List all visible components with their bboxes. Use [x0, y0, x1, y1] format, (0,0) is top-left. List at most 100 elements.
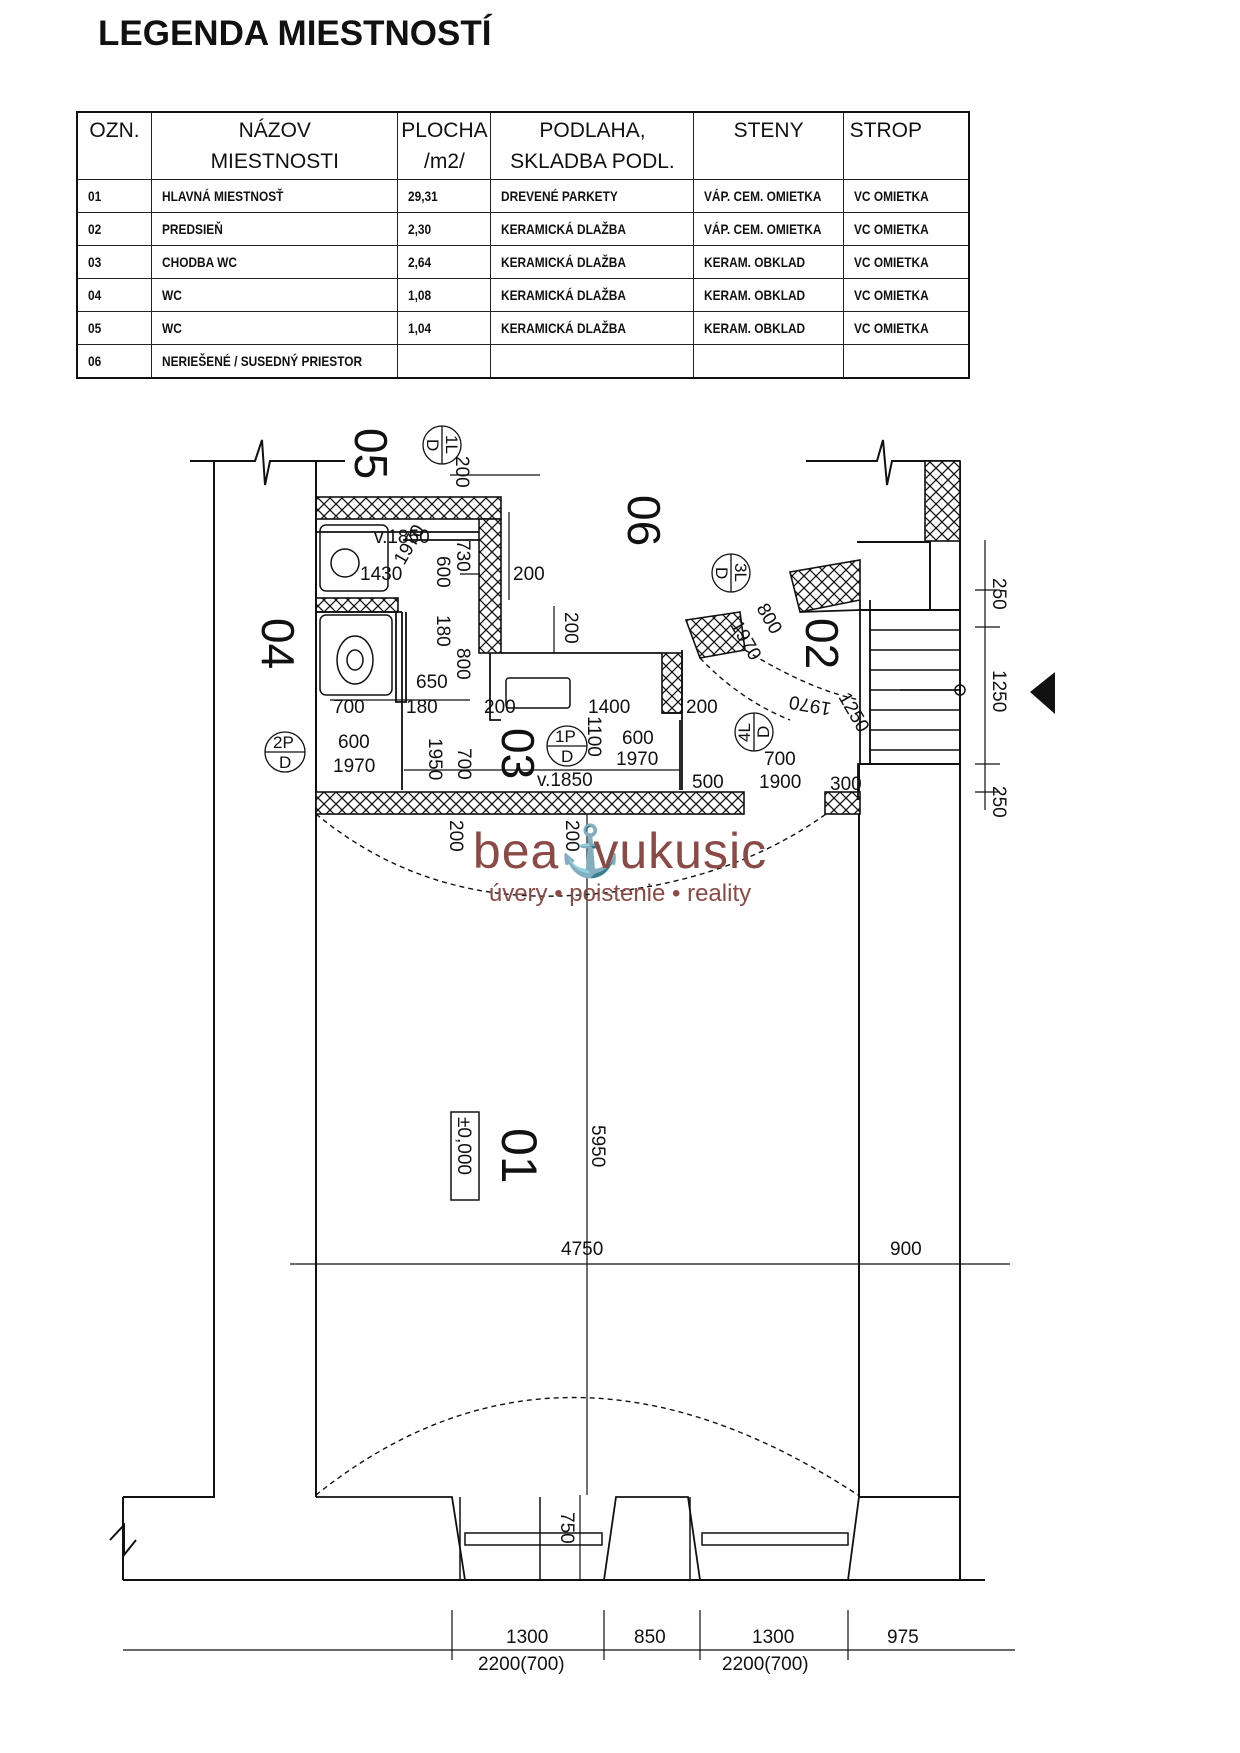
header-podlaha: PODLAHA,SKLADBA PODL. [490, 111, 695, 180]
dim-v1850-03: v.1850 [537, 770, 593, 791]
header-plocha: PLOCHA/m2/ [397, 111, 492, 180]
legend-cell-steny: KERAM. OBKLAD [693, 311, 844, 345]
svg-text:D: D [712, 567, 731, 579]
dim-2200-right: 2200(700) [722, 1654, 809, 1675]
washbasin [505, 677, 571, 709]
dim-1300-right: 1300 [752, 1627, 794, 1648]
legend-cell-steny [693, 344, 844, 379]
dim-1900: 1900 [759, 772, 801, 793]
dim-700-02: 700 [764, 749, 796, 770]
door-tag-2p: 2P D [264, 731, 306, 773]
legend-cell-podlaha: KERAMICKÁ DLAŽBA [490, 245, 695, 279]
dim-600-05: 600 [432, 556, 453, 588]
legend-cell-plocha: 1,04 [397, 311, 492, 345]
dim-650: 650 [416, 672, 448, 693]
level-marker: ±0,000 [450, 1111, 480, 1201]
legend-cell-plocha [397, 344, 492, 379]
entry-arrow-icon [1030, 672, 1055, 714]
dim-v1850-05: v.1850 [374, 527, 430, 548]
dim-4750: 4750 [561, 1239, 603, 1260]
dim-1970-02b: 1970 [788, 691, 833, 719]
svg-text:D: D [279, 753, 291, 772]
inner-walls [315, 497, 871, 1581]
legend-cell-ozn: 03 [76, 245, 152, 279]
dim-1300-left: 1300 [506, 1627, 548, 1648]
svg-text:4L: 4L [735, 723, 754, 742]
header-steny: STENY [693, 111, 844, 180]
dim-700-03: 700 [453, 748, 474, 780]
dim-1970-03: 1970 [616, 749, 658, 770]
legend-cell-strop: VC OMIETKA [842, 245, 970, 279]
dim-r250-top: 250 [988, 578, 1009, 610]
legend-cell-nazov: WC [150, 311, 399, 345]
room-label-04: 04 [252, 618, 304, 669]
dim-900: 900 [890, 1239, 922, 1260]
dim-200-bot2: 200 [561, 820, 582, 852]
dim-2200-left: 2200(700) [478, 1654, 565, 1675]
legend-cell-ozn: 04 [76, 278, 152, 312]
dim-300: 300 [830, 774, 862, 795]
hatched-walls [315, 460, 961, 815]
dim-800-02: 800 [752, 600, 786, 638]
legend-cell-podlaha: KERAMICKÁ DLAŽBA [490, 212, 695, 246]
dim-200-top: 200 [451, 456, 472, 488]
dim-1970-04: 1970 [333, 756, 375, 777]
door-swings [315, 649, 861, 1496]
watermark-brand: bea⚓vukusic [472, 823, 768, 879]
level-value: ±0,000 [453, 1117, 474, 1175]
dim-730: 730 [452, 540, 473, 572]
header-strop: STROP [842, 111, 970, 180]
legend-cell-nazov: NERIEŠENÉ / SUSEDNÝ PRIESTOR [150, 344, 399, 379]
anchor-icon: ⚓ [559, 823, 623, 879]
dim-1250-02: 1250 [834, 689, 873, 736]
door-tag-1p: 1P D [546, 725, 588, 767]
legend-cell-plocha: 2,64 [397, 245, 492, 279]
room-label-06: 06 [618, 495, 670, 546]
legend-cell-podlaha: KERAMICKÁ DLAŽBA [490, 311, 695, 345]
dim-5950: 5950 [587, 1125, 608, 1167]
dim-1430: 1430 [360, 564, 402, 585]
page-title: LEGENDA MIESTNOSTÍ [98, 14, 492, 53]
door-tag-1l: 1L D [422, 425, 462, 465]
room-label-03: 03 [492, 728, 544, 779]
legend-cell-nazov: CHODBA WC [150, 245, 399, 279]
dim-500: 500 [692, 772, 724, 793]
dim-180-05: 180 [432, 615, 453, 647]
dim-600-03: 600 [622, 728, 654, 749]
dim-200-05r: 200 [513, 564, 545, 585]
legend-cell-strop: VC OMIETKA [842, 179, 970, 213]
dim-850: 850 [634, 1627, 666, 1648]
door-tags: 1L D 3L D 2P D 1P D 4L D [264, 425, 774, 773]
room-label-05: 05 [345, 428, 397, 479]
svg-text:3L: 3L [731, 563, 750, 582]
dimension-labels: 200 v.1850 1970 1430 730 600 200 180 800… [333, 456, 1009, 1675]
legend-cell-plocha: 29,31 [397, 179, 492, 213]
legend-cell-podlaha: KERAMICKÁ DLAŽBA [490, 278, 695, 312]
legend-cell-plocha: 2,30 [397, 212, 492, 246]
watermark-logo: bea⚓vukusic úvery • poistenie • reality [420, 824, 820, 908]
door-tag-4l: 4L D [734, 712, 774, 752]
legend-cell-steny: VÁP. CEM. OMIETKA [693, 212, 844, 246]
dim-975: 975 [887, 1627, 919, 1648]
legend-cell-plocha: 1,08 [397, 278, 492, 312]
dim-1950: 1950 [424, 738, 445, 780]
dim-800-05: 800 [452, 648, 473, 680]
dim-700-04: 700 [333, 697, 365, 718]
dim-180-04: 180 [406, 697, 438, 718]
dim-r250-bot: 250 [988, 786, 1009, 818]
dim-r1250: 1250 [988, 670, 1009, 712]
dim-1400: 1400 [588, 697, 630, 718]
legend-cell-ozn: 02 [76, 212, 152, 246]
svg-text:2P: 2P [273, 733, 294, 752]
dim-200-bot1: 200 [445, 820, 466, 852]
room-label-02: 02 [796, 618, 848, 669]
svg-text:D: D [754, 726, 773, 738]
dim-200-06: 200 [560, 612, 581, 644]
door-tag-3l: 3L D [711, 553, 751, 593]
svg-text:1L: 1L [442, 435, 461, 454]
